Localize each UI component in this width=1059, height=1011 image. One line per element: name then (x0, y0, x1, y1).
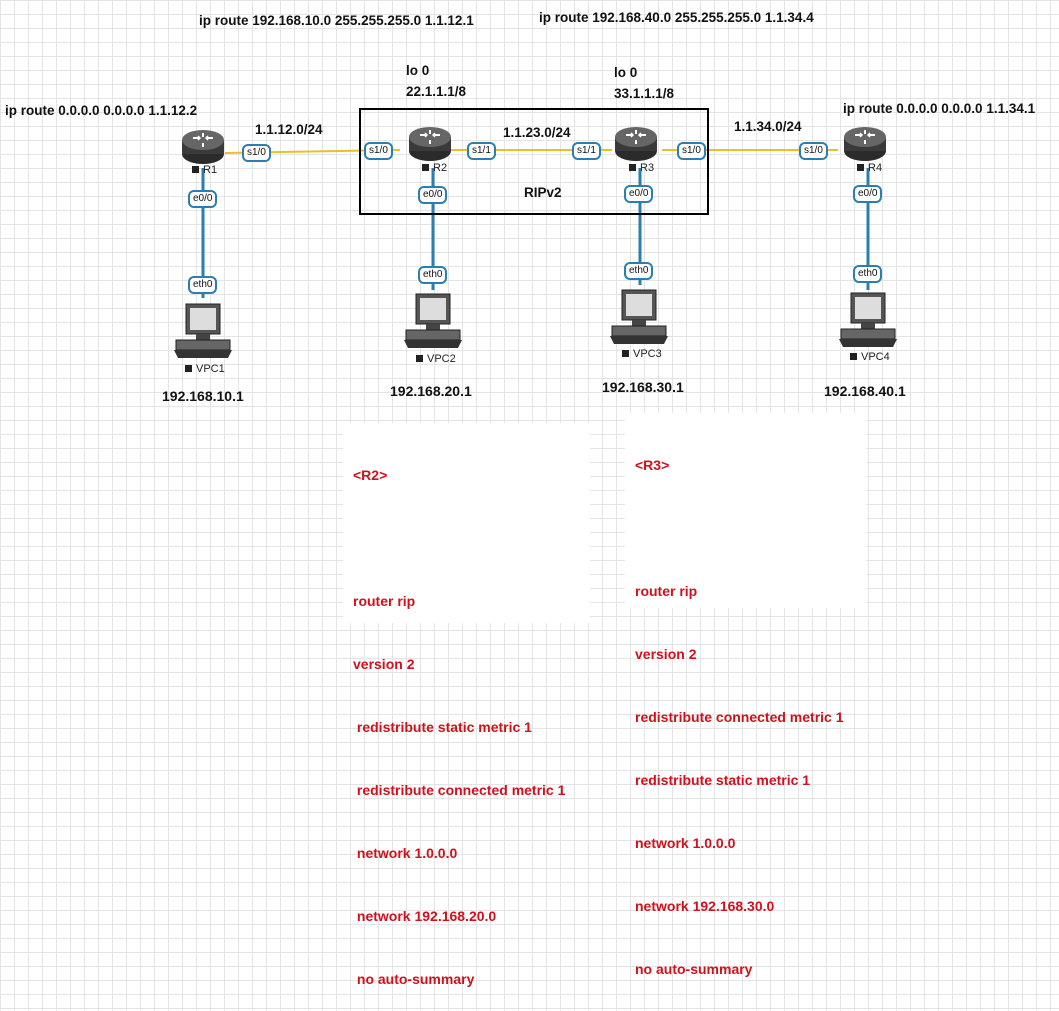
r1-port-s1-0[interactable]: s1/0 (242, 144, 271, 162)
config-line: version 2 (635, 646, 697, 662)
vpc2-label: VPC2 (416, 353, 456, 365)
r2-label: R2 (422, 162, 447, 174)
r1-label: R1 (192, 164, 217, 176)
r4-router-icon[interactable] (843, 125, 887, 163)
config-line: network 192.168.20.0 (353, 908, 497, 924)
subnet-r3-r4: 1.1.34.0/24 (734, 119, 802, 134)
vpc1-label: VPC1 (185, 363, 225, 375)
config-line: <R2> (353, 467, 388, 483)
config-line (635, 518, 866, 539)
vpc3-computer-icon[interactable] (608, 288, 670, 346)
r2-loopback-address: 22.1.1.1/8 (406, 84, 467, 99)
r1-router-icon[interactable] (181, 128, 225, 166)
vpc3-ip: 192.168.30.1 (602, 379, 684, 395)
vpc4-computer-icon[interactable] (837, 291, 899, 349)
r4-label: R4 (857, 162, 882, 174)
vpc1-computer-icon[interactable] (172, 302, 234, 360)
vpc4-label: VPC4 (850, 351, 890, 363)
r2-static-route-label: ip route 192.168.10.0 255.255.255.0 1.1.… (199, 13, 474, 28)
config-line: version 2 (353, 656, 415, 672)
r3-port-e0-0[interactable]: e0/0 (624, 185, 654, 203)
config-line: no auto-summary (353, 971, 475, 987)
subnet-r2-r3: 1.1.23.0/24 (503, 125, 571, 140)
config-line: router rip (635, 583, 698, 599)
config-line: redistribute static metric 1 (635, 772, 811, 788)
r2-port-s1-0[interactable]: s1/0 (364, 142, 393, 160)
r3-static-route-label: ip route 192.168.40.0 255.255.255.0 1.1.… (539, 10, 814, 25)
subnet-r1-r2: 1.1.12.0/24 (255, 122, 323, 137)
r4-static-route-label: ip route 0.0.0.0 0.0.0.0 1.1.34.1 (843, 101, 1036, 116)
vpc2-ip: 192.168.20.1 (390, 383, 472, 399)
r2-loopback-name: lo 0 (406, 63, 430, 78)
r3-loopback-address: 33.1.1.1/8 (614, 86, 675, 101)
config-line: no auto-summary (635, 961, 753, 977)
config-line: router rip (353, 593, 416, 609)
r2-router-icon[interactable] (408, 125, 452, 163)
config-line: <R3> (635, 457, 670, 473)
config-line: network 192.168.30.0 (635, 898, 775, 914)
config-line (353, 528, 590, 549)
r3-loopback-name: lo 0 (614, 65, 638, 80)
vpc1-ip: 192.168.10.1 (162, 388, 244, 404)
config-line: network 1.0.0.0 (635, 835, 736, 851)
r3-label: R3 (629, 162, 654, 174)
r3-port-s1-0[interactable]: s1/0 (677, 142, 706, 160)
ripv2-domain-box (359, 108, 709, 215)
r2-port-e0-0[interactable]: e0/0 (418, 186, 448, 204)
vpc4-ip: 192.168.40.1 (824, 383, 906, 399)
vpc3-label: VPC3 (622, 348, 662, 360)
vpc1-port-eth0[interactable]: eth0 (188, 276, 218, 294)
r4-port-e0-0[interactable]: e0/0 (853, 185, 883, 203)
r3-rip-config: <R3> router rip version 2 redistribute c… (625, 413, 866, 977)
config-line: redistribute connected metric 1 (353, 782, 566, 798)
r3-router-icon[interactable] (614, 125, 658, 163)
config-line: redistribute static metric 1 (353, 719, 532, 735)
vpc3-port-eth0[interactable]: eth0 (624, 262, 654, 280)
r2-rip-config: <R2> router rip version 2 redistribute s… (343, 423, 590, 987)
config-line: redistribute connected metric 1 (635, 709, 844, 725)
ripv2-domain-label: RIPv2 (524, 185, 562, 200)
r2-port-s1-1[interactable]: s1/1 (467, 142, 496, 160)
config-line: network 1.0.0.0 (353, 845, 458, 861)
r4-port-s1-0[interactable]: s1/0 (799, 142, 828, 160)
vpc2-computer-icon[interactable] (402, 292, 464, 350)
r3-port-s1-1[interactable]: s1/1 (572, 142, 601, 160)
vpc2-port-eth0[interactable]: eth0 (418, 266, 448, 284)
r1-port-e0-0[interactable]: e0/0 (188, 190, 218, 208)
r1-static-route-label: ip route 0.0.0.0 0.0.0.0 1.1.12.2 (5, 103, 198, 118)
vpc4-port-eth0[interactable]: eth0 (853, 265, 883, 283)
